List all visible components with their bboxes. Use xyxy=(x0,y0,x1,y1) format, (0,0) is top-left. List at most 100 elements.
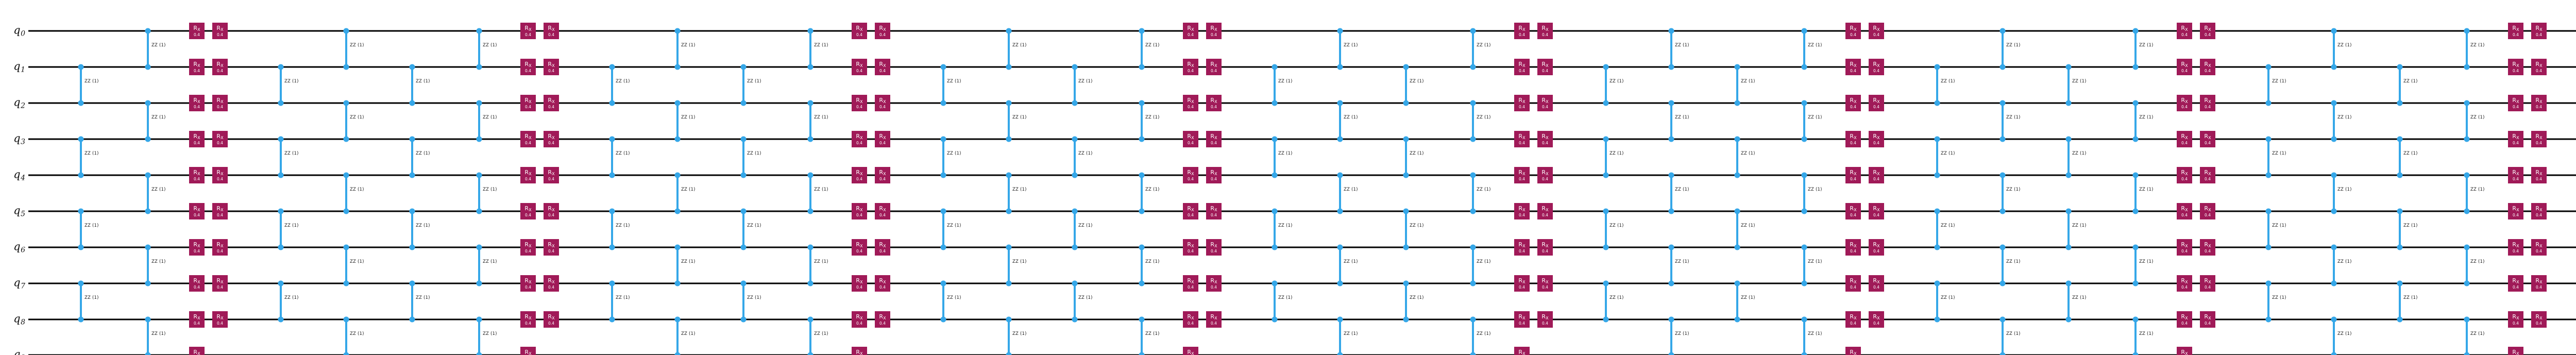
rx-gate[interactable]: RX0.8 xyxy=(189,347,205,355)
rx-gate[interactable]: RX0.8 xyxy=(2508,347,2523,355)
rx-gate[interactable]: RX0.8 xyxy=(2177,347,2192,355)
rx-gate[interactable]: RX0.8 xyxy=(852,347,867,355)
rx-gate[interactable]: RX0.8 xyxy=(520,347,536,355)
rx-gate[interactable]: RX0.8 xyxy=(1845,347,1861,355)
